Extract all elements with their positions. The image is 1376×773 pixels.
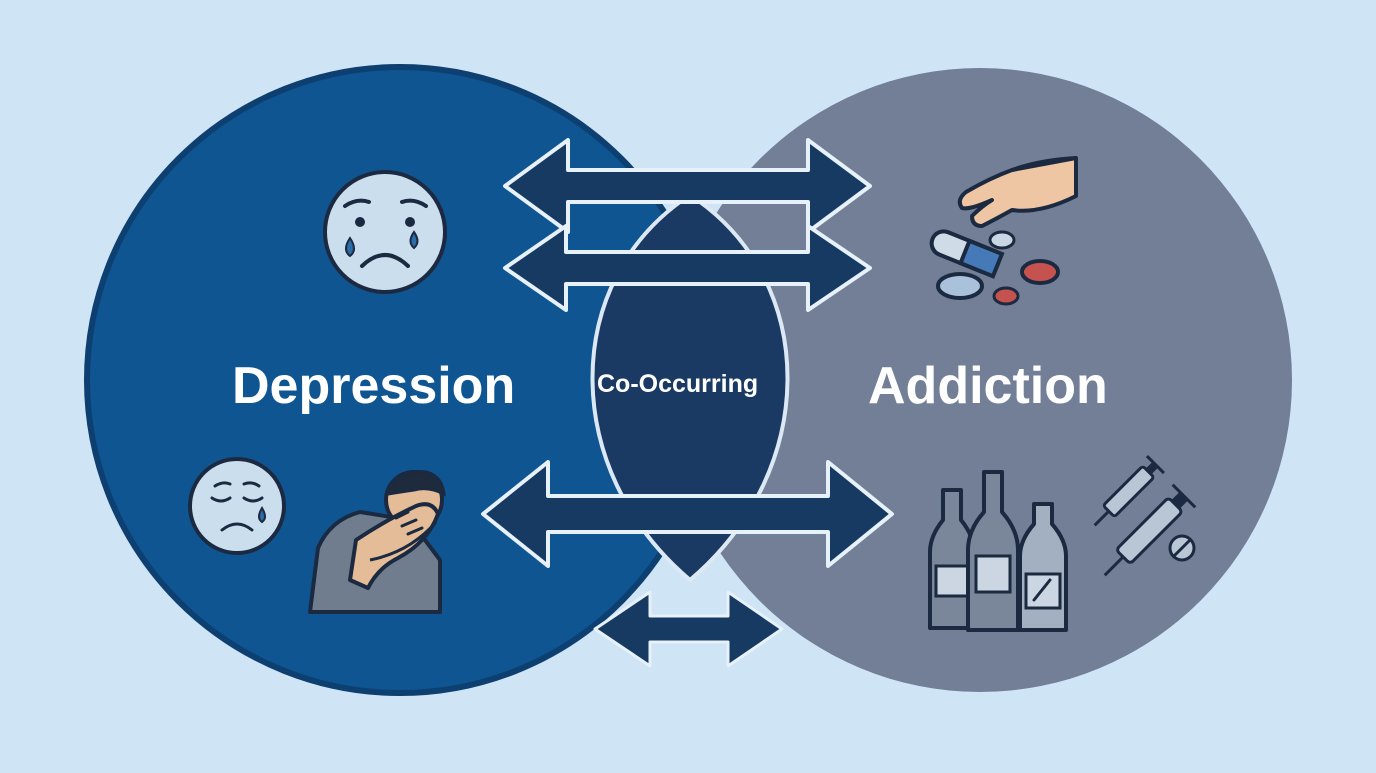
crying-face-icon [323, 170, 447, 294]
addiction-label: Addiction [868, 357, 1108, 415]
depression-label: Depression [232, 357, 516, 415]
overlap-inner-outline [590, 192, 790, 583]
co-occurring-label: Co-Occurring [597, 370, 759, 398]
pills-icon [929, 229, 1060, 306]
hand-with-pills-icon [957, 156, 1078, 250]
syringes-icon [1093, 454, 1197, 577]
bidirectional-arrow-top-2 [503, 224, 872, 312]
sad-face-icon [188, 457, 286, 555]
bidirectional-arrow-bottom [593, 590, 784, 668]
distressed-person-icon [308, 469, 446, 614]
alcohol-bottles-icon [928, 470, 1068, 632]
bidirectional-arrow-top-1 [503, 138, 872, 234]
bidirectional-arrow-middle [481, 460, 894, 568]
